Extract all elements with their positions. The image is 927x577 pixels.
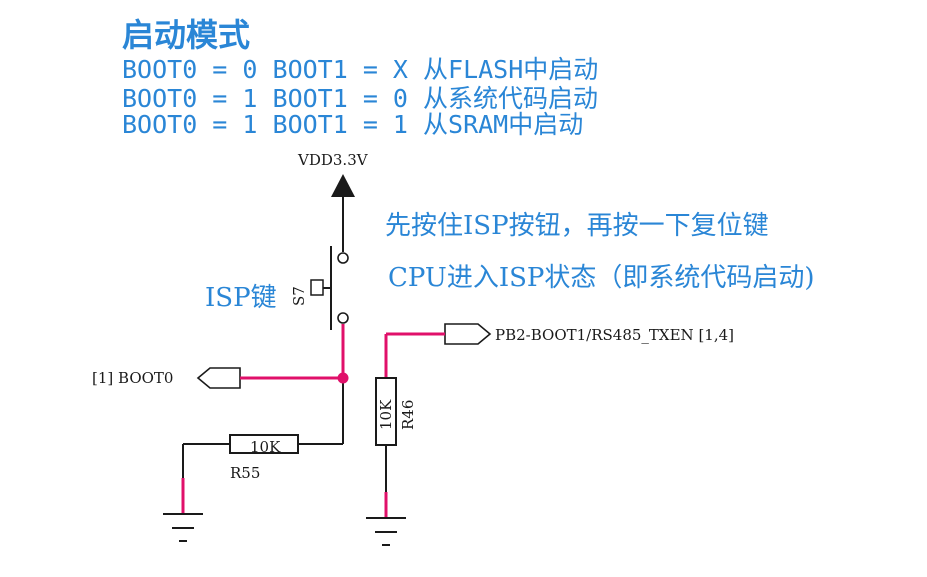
power-arrow-icon <box>331 174 355 197</box>
switch-button-icon <box>310 279 324 296</box>
boot-mode-line: BOOT0 = 1 BOOT1 = 1 从SRAM中启动 <box>122 110 583 139</box>
instruction-note: 先按住ISP按钮，再按一下复位键 <box>385 211 769 241</box>
r55-value: 10K <box>250 438 281 456</box>
switch-contact-top <box>337 252 349 264</box>
boot1-port-icon <box>444 323 492 345</box>
r46-ref: R46 <box>399 400 417 430</box>
r55-ref: R55 <box>230 464 260 482</box>
diagram-title: 启动模式 <box>122 16 250 54</box>
boot-mode-line: BOOT0 = 1 BOOT1 = 0 从系统代码启动 <box>122 84 598 113</box>
switch-ref: S7 <box>290 286 308 306</box>
switch-name: ISP键 <box>205 283 277 313</box>
switch-contact-bottom <box>337 312 349 324</box>
instruction-note: CPU进入ISP状态（即系统代码启动) <box>388 263 815 293</box>
ground-icon <box>163 513 203 542</box>
r46-value: 10K <box>377 399 395 430</box>
boot0-port-icon <box>196 367 241 389</box>
power-label: VDD3.3V <box>297 151 369 169</box>
boot1-port-label: PB2-BOOT1/RS485_TXEN [1,4] <box>495 326 734 344</box>
boot-mode-line: BOOT0 = 0 BOOT1 = X 从FLASH中启动 <box>122 55 598 84</box>
isp-switch <box>310 246 349 330</box>
ground-icon <box>366 517 406 546</box>
boot0-port-label: [1] BOOT0 <box>92 369 173 387</box>
